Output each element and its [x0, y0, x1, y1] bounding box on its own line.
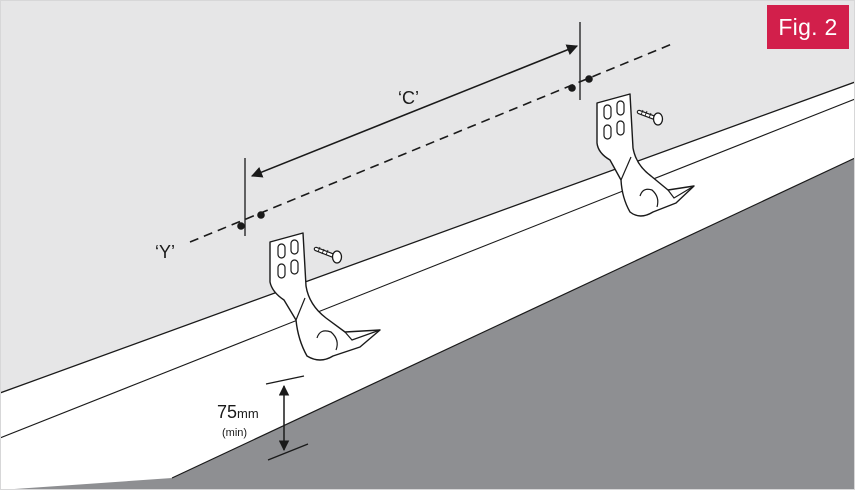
axis-y-label: ‘Y’ — [155, 242, 175, 262]
min-height-unit: mm — [237, 406, 259, 421]
min-height-note: (min) — [222, 427, 247, 439]
screw-left — [313, 246, 343, 264]
screw-right — [636, 109, 664, 126]
dimension-c-label: ‘C’ — [398, 88, 419, 108]
y-axis-point-right — [568, 84, 576, 92]
y-axis-point-left-2 — [257, 211, 265, 219]
y-axis-point-right-2 — [585, 75, 593, 83]
skirting-top-edge — [0, 81, 855, 394]
wall-surface — [0, 0, 855, 393]
skirting-inner-line — [0, 98, 855, 439]
bracket-left — [269, 232, 381, 361]
y-axis-point-left — [237, 222, 245, 230]
floor-surface — [0, 158, 855, 490]
min-height-extension-top — [265, 375, 305, 385]
bracket-right — [596, 93, 695, 217]
min-height-value: 75 — [217, 402, 237, 422]
min-height-value-group: 75mm — [217, 402, 259, 422]
min-height-extension-bottom — [267, 443, 309, 461]
dimension-c-arrow — [250, 44, 579, 178]
figure-badge: Fig. 2 — [767, 5, 849, 49]
